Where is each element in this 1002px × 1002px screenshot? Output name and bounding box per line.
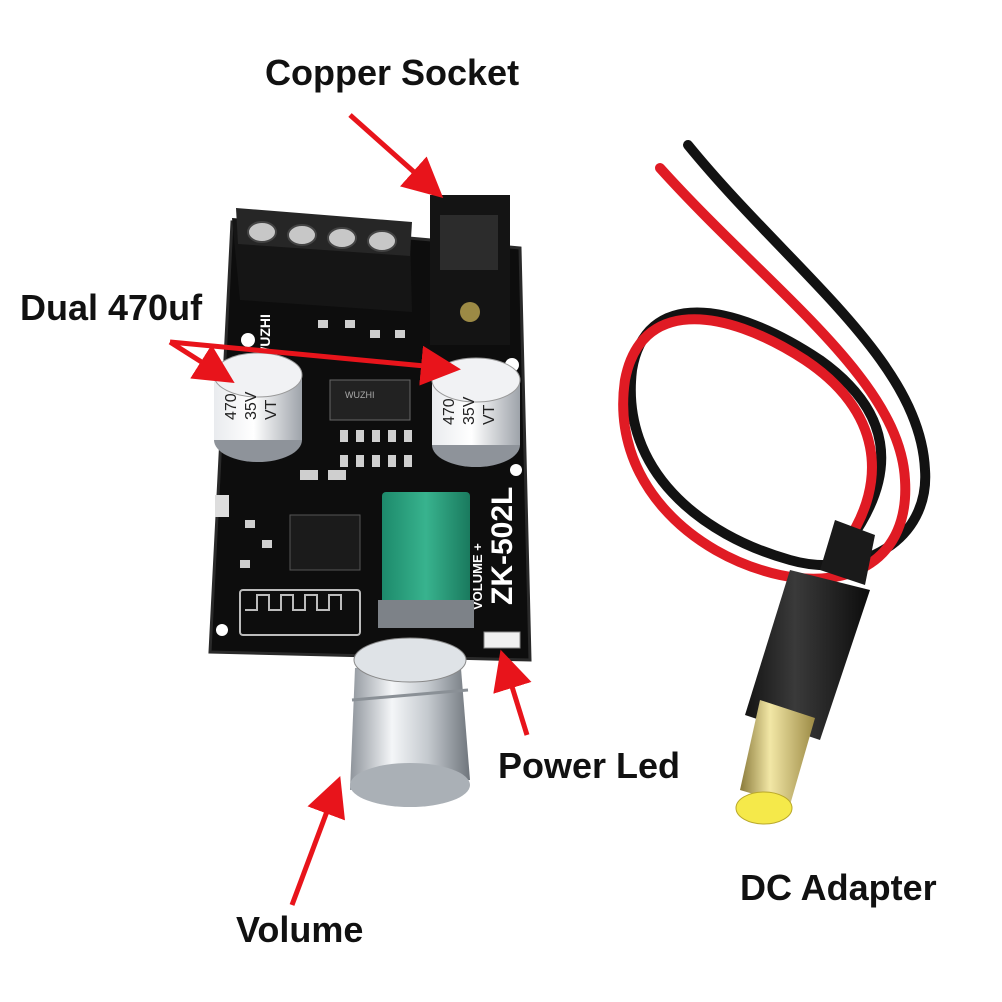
- label-dual-cap: Dual 470uf: [20, 287, 203, 328]
- label-dc-adapter: DC Adapter: [740, 867, 937, 908]
- capacitor-right: 470 35V VT: [431, 357, 521, 467]
- capacitor-right-series: VT: [481, 404, 498, 425]
- label-volume: Volume: [236, 909, 364, 950]
- capacitor-left: 470 35V VT: [213, 352, 303, 462]
- arrow-dual-cap-right: [169, 339, 461, 386]
- dc-plug: [735, 520, 875, 825]
- volume-potentiometer[interactable]: [378, 492, 474, 628]
- capacitor-left-value: 470: [223, 393, 240, 420]
- copper-socket: [430, 195, 510, 345]
- volume-knob[interactable]: [350, 637, 470, 807]
- chip-text: WUZHI: [345, 390, 375, 400]
- capacitor-right-voltage: 35V: [461, 396, 478, 425]
- arrow-dual-cap-left: [168, 339, 235, 384]
- arrow-volume: [289, 775, 345, 906]
- volume-mark: VOLUME +: [470, 543, 485, 610]
- speaker-terminal-block: [232, 208, 412, 312]
- annotation-arrows: [168, 113, 532, 906]
- arrow-copper-socket: [348, 113, 444, 198]
- power-led: [483, 631, 521, 649]
- capacitor-left-voltage: 35V: [243, 391, 260, 420]
- label-power-led: Power Led: [498, 745, 681, 786]
- label-copper-socket: Copper Socket: [265, 52, 520, 93]
- capacitor-left-series: VT: [263, 399, 280, 420]
- capacitor-right-value: 470: [441, 398, 458, 425]
- arrow-power-led: [493, 649, 532, 736]
- board-model: ZK-502L: [486, 487, 519, 605]
- dc-cable: [618, 140, 931, 584]
